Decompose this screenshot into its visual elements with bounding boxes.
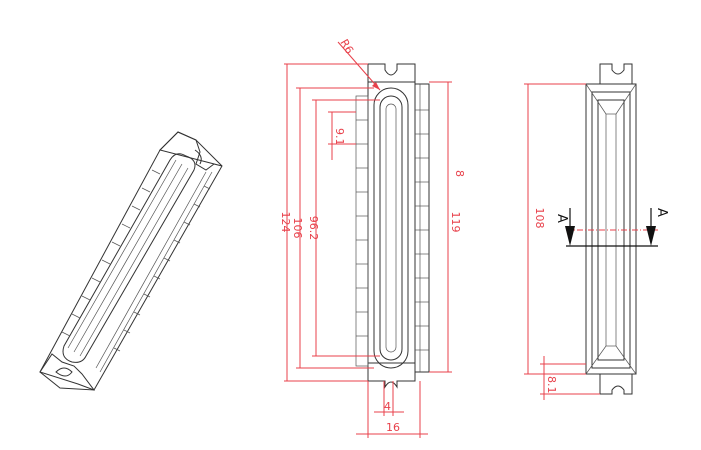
iso-bottom-end	[39, 353, 96, 391]
iso-top-notch	[194, 149, 202, 165]
dim-124-label: 124	[279, 212, 292, 233]
dim-119-label: 119	[449, 212, 462, 233]
front-view	[355, 63, 430, 389]
section-label-left: A	[554, 214, 569, 223]
side-outline	[585, 83, 637, 375]
front-side-rail	[414, 83, 430, 373]
iso-groove-inner-2	[79, 167, 189, 357]
front-left-tab-strip	[355, 95, 369, 367]
iso-bottom-notch	[55, 367, 73, 377]
dimensions: R6 124 106 96.2 9.1 8 119 4	[279, 37, 600, 438]
dim-9-1-label: 9.1	[333, 128, 346, 146]
iso-outline	[39, 131, 223, 391]
front-outline	[367, 63, 416, 389]
front-slot-inner	[385, 103, 397, 353]
iso-side-rail-1	[95, 171, 207, 369]
dim-108-label: 108	[533, 208, 546, 229]
side-view	[565, 63, 658, 395]
front-ribs	[356, 109, 429, 351]
dim-8-1-label: 8.1	[545, 376, 558, 394]
side-top-tab	[586, 63, 633, 85]
side-bevels	[585, 83, 637, 375]
front-slot-outer	[373, 87, 409, 369]
iso-side-rail-2	[99, 171, 213, 373]
section-arrow-right	[646, 226, 656, 246]
radius-label: R6	[337, 37, 356, 56]
iso-ribs	[61, 169, 211, 352]
dim-96-2-label: 96.2	[307, 216, 320, 241]
side-bottom-tab	[599, 373, 633, 395]
dim-106-label: 106	[291, 218, 304, 239]
iso-groove-outer	[62, 153, 196, 363]
dim-16-label: 16	[386, 421, 400, 434]
isometric-view	[39, 131, 223, 391]
radius-leader	[337, 41, 381, 91]
dim-8-label: 8	[453, 170, 466, 177]
iso-top-end	[159, 131, 223, 171]
dim-4-label: 4	[384, 400, 391, 413]
section-arrow-left	[565, 226, 575, 246]
front-slot-mid	[379, 95, 403, 361]
iso-groove-inner-1	[73, 163, 183, 353]
section-label-right: A	[654, 208, 669, 217]
iso-groove-inner-3	[67, 159, 177, 349]
